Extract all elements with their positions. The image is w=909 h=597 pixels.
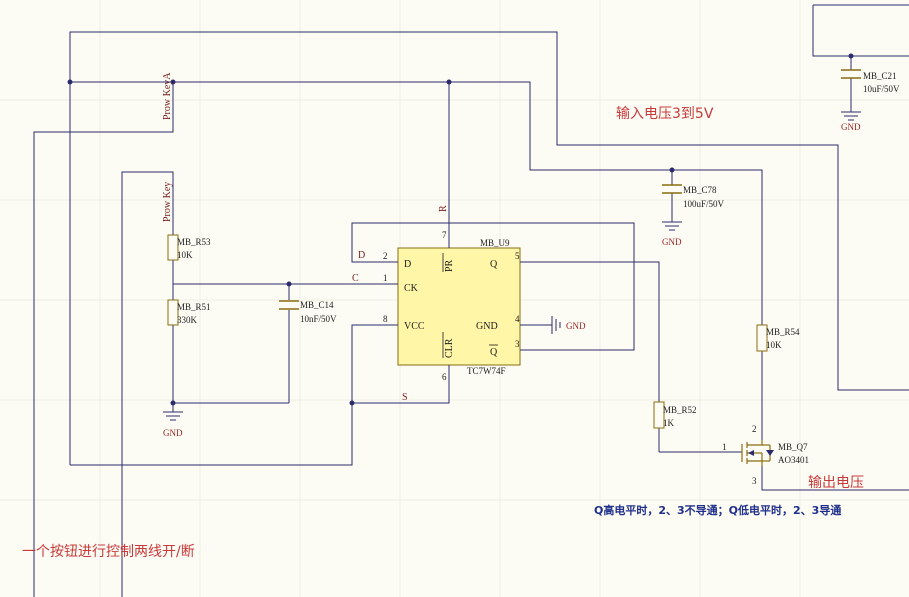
q7-designator: MB_Q7 <box>778 442 808 452</box>
ic-u9[interactable]: D CK VCC PR CLR Q GND Q 2 1 8 7 6 5 4 3 … <box>375 225 542 385</box>
ground-symbol-c21: GND <box>841 111 861 132</box>
r51-value: 330K <box>177 315 198 325</box>
ground-symbol-c78: GND <box>662 221 682 247</box>
comment-output-voltage: 输出电压 <box>808 475 864 491</box>
resistor-r51[interactable]: MB_R51 330K <box>167 299 211 326</box>
capacitor-c14[interactable]: MB_C14 10nF/50V <box>279 300 337 324</box>
q7-part-number: AO3401 <box>778 455 809 465</box>
r54-value: 10K <box>766 340 782 350</box>
resistor-r52[interactable]: MB_R52 1K <box>653 401 697 429</box>
ic-pin-qbar-label: Q <box>490 347 498 358</box>
ic-pin-num-1: 1 <box>383 273 388 283</box>
ic-pin-num-8: 8 <box>383 314 388 324</box>
ic-pin-num-3: 3 <box>515 339 520 349</box>
c78-designator: MB_C78 <box>683 185 717 195</box>
resistor-r53[interactable]: MB_R53 10K <box>167 234 211 261</box>
r51-designator: MB_R51 <box>177 302 211 312</box>
ic-pin-q-label: Q <box>490 259 498 270</box>
ic-pin-num-4: 4 <box>515 314 520 324</box>
ic-pin-d-label: D <box>404 259 411 270</box>
comment-description: 一个按钮进行控制两线开/断 <box>22 544 195 560</box>
net-label-r: R <box>438 205 449 212</box>
q7-pin-2: 2 <box>752 424 757 434</box>
c21-designator: MB_C21 <box>863 71 897 81</box>
ic-pin-num-5: 5 <box>515 251 520 261</box>
mosfet-q7[interactable]: 1 2 3 MB_Q7 AO3401 <box>722 424 809 486</box>
net-label-prow-keya: Prow KeyA <box>162 72 173 120</box>
ic-pin-gnd-label: GND <box>476 321 498 332</box>
gnd-label-c21: GND <box>841 122 861 132</box>
wires <box>33 4 909 597</box>
gnd-label-c78: GND <box>662 237 682 247</box>
comment-q-state: Q高电平时，2、3不导通；Q低电平时，2、3导通 <box>594 503 841 517</box>
ic-pin-num-2: 2 <box>383 251 388 261</box>
gnd-label-left: GND <box>163 428 183 438</box>
ground-symbol-left: GND <box>163 403 183 438</box>
resistor-r54[interactable]: MB_R54 10K <box>756 324 800 352</box>
r54-designator: MB_R54 <box>766 327 800 337</box>
net-label-prow-key: Prow Key <box>162 182 173 222</box>
capacitor-c78[interactable]: MB_C78 100uF/50V <box>662 184 725 209</box>
ic-designator: MB_U9 <box>480 238 510 248</box>
ic-pin-ck-label: CK <box>404 283 419 294</box>
r53-designator: MB_R53 <box>177 237 211 247</box>
net-labels: Prow KeyA Prow Key R D C S <box>162 72 449 403</box>
c21-value: 10uF/50V <box>863 84 900 94</box>
ic-part-number: TC7W74F <box>467 366 506 376</box>
r52-value: 1K <box>663 418 675 428</box>
ic-pin-num-7: 7 <box>442 230 447 240</box>
q7-pin-1: 1 <box>722 442 727 452</box>
c14-value: 10nF/50V <box>300 314 337 324</box>
ic-pin-vcc-label: VCC <box>404 321 425 332</box>
ic-pin-pr-label: PR <box>444 259 455 272</box>
r52-designator: MB_R52 <box>663 405 697 415</box>
comment-input-voltage: 输入电压3到5V <box>616 106 714 122</box>
c14-designator: MB_C14 <box>300 300 334 310</box>
ic-pin-num-6: 6 <box>442 372 447 382</box>
capacitor-c21[interactable]: MB_C21 10uF/50V <box>841 69 900 94</box>
c78-value: 100uF/50V <box>683 199 725 209</box>
net-label-d: D <box>358 250 365 261</box>
r53-value: 10K <box>177 250 193 260</box>
q7-pin-3: 3 <box>752 476 757 486</box>
net-label-s: S <box>402 392 408 403</box>
net-label-c: C <box>352 273 359 284</box>
gnd-label-ic: GND <box>566 321 586 331</box>
ic-pin-clr-label: CLR <box>444 338 455 358</box>
ground-symbol-ic: GND <box>551 316 586 334</box>
